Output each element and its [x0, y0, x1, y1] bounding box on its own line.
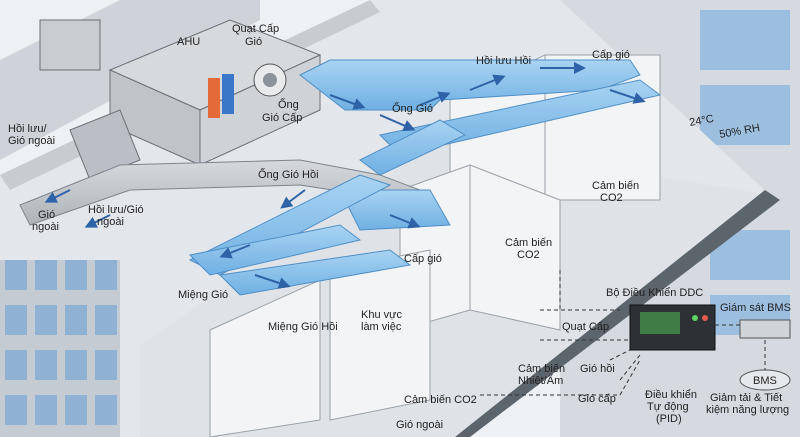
label-supply-duct-1: Ống [278, 97, 299, 111]
label-pid-1: Điều khiển [645, 389, 697, 401]
label-temp-hum-2: Nhiệt/Ẩm [518, 374, 563, 387]
label-return-duct: Ống Gió Hồi [258, 167, 319, 181]
label-pid-2: Tự động [647, 401, 689, 413]
label-pid-3: (PID) [656, 413, 682, 425]
label-co2-sensor-b1: Cảm biến [505, 237, 552, 249]
label-return-outdoor-2: Gió ngoài [8, 135, 55, 147]
label-outdoor-air-bottom: Gió ngoài [396, 419, 443, 431]
label-diffuser: Miệng Gió [178, 289, 228, 301]
label-co2-sensor-a2: CO2 [600, 192, 623, 204]
label-supply-fan-1: Quạt Cấp [232, 23, 279, 35]
label-supply-air-mid: Cấp gió [404, 253, 442, 265]
label-ddc: Bộ Điều Khiển DDC [606, 287, 703, 299]
label-return-grille: Miệng Gió Hồi [268, 321, 338, 333]
label-return-flow: Hồi lưu Hồi [476, 55, 531, 67]
label-return-outdoor-b2: ngoài [97, 216, 124, 228]
ddc-controller [630, 305, 715, 350]
label-return-air-ctrl: Gió hồi [580, 363, 615, 375]
label-outdoor-air-left-1: Gió [38, 209, 55, 221]
label-supply-fan-ctrl: Quạt Cấp [562, 321, 609, 333]
label-return-outdoor-1: Hồi lưu/ [8, 123, 47, 135]
label-supply-air-ctrl: Gió cấp [578, 393, 616, 405]
label-bms-monitor: Giám sát BMS [720, 302, 791, 314]
label-ahu: AHU [177, 36, 200, 48]
label-temp-hum-1: Cảm biến [518, 363, 565, 375]
label-outdoor-air-left-2: ngoài [32, 221, 59, 233]
label-load-saving-1: Giảm tải & Tiết [710, 392, 782, 404]
label-supply-fan-2: Gió [245, 36, 262, 48]
label-work-area-2: làm việc [361, 321, 402, 333]
label-co2-sensor-b2: CO2 [517, 249, 540, 261]
label-return-outdoor-b1: Hồi lưu/Gió [88, 204, 144, 216]
label-supply-duct-2: Gió Cấp [262, 112, 302, 124]
label-work-area-1: Khu vực [361, 309, 402, 321]
label-load-saving-2: kiệm năng lượng [706, 404, 789, 416]
label-co2-sensor-bottom: Cảm biến CO2 [404, 394, 477, 406]
label-duct: Ống Gió [392, 101, 433, 115]
label-supply-air-top: Cấp gió [592, 49, 630, 61]
label-bms: BMS [753, 375, 777, 387]
label-co2-sensor-a1: Cảm biến [592, 180, 639, 192]
